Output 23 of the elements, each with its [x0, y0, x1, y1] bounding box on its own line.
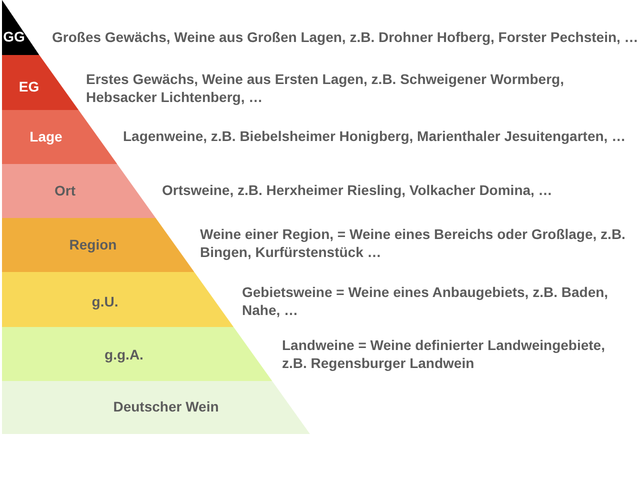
- tier-description: Weine einer Region, = Weine eines Bereichs oder Großlage, z.B. Bingen, Kurfürstenstück …: [200, 225, 626, 261]
- tier-description: Gebietsweine = Weine eines Anbaugebiets, z.B. Baden, Nahe, …: [242, 283, 610, 319]
- tier-label: Region: [69, 236, 117, 254]
- tier-description: Ortsweine, z.B. Herxheimer Riesling, Volkacher Domina, …: [162, 181, 552, 199]
- tier-label: Ort: [54, 182, 76, 200]
- pyramid-tier: [2, 218, 194, 272]
- tier-description: Lagenweine, z.B. Biebelsheimer Honigberg, Marienthaler Jesuitengarten, …: [123, 127, 626, 145]
- tier-description: Landweine = Weine definierter Landweingebiete, z.B. Regensburger Landwein: [282, 336, 606, 372]
- tier-description: Erstes Gewächs, Weine aus Ersten Lagen, z.B. Schweigener Wormberg, Hebsacker Lichtenberg, …: [86, 70, 565, 106]
- pyramid-tier: [2, 55, 79, 110]
- pyramid-tier: [2, 0, 40, 55]
- tier-label: g.g.A.: [104, 346, 144, 364]
- tier-label: g.U.: [92, 294, 118, 310]
- pyramid-tier: [2, 110, 118, 164]
- pyramid-tier: [2, 381, 310, 434]
- tier-label: Deutscher Wein: [113, 398, 219, 416]
- tier-label: EG: [18, 78, 40, 96]
- tier-label: GG: [3, 28, 25, 46]
- pyramid-tier: [2, 272, 234, 327]
- pyramid-tier: [2, 164, 156, 218]
- pyramid-tier: [2, 327, 272, 381]
- tier-label: Lage: [30, 128, 62, 146]
- tier-description: Großes Gewächs, Weine aus Großen Lagen, z.B. Drohner Hofberg, Forster Pechstein, …: [52, 28, 638, 46]
